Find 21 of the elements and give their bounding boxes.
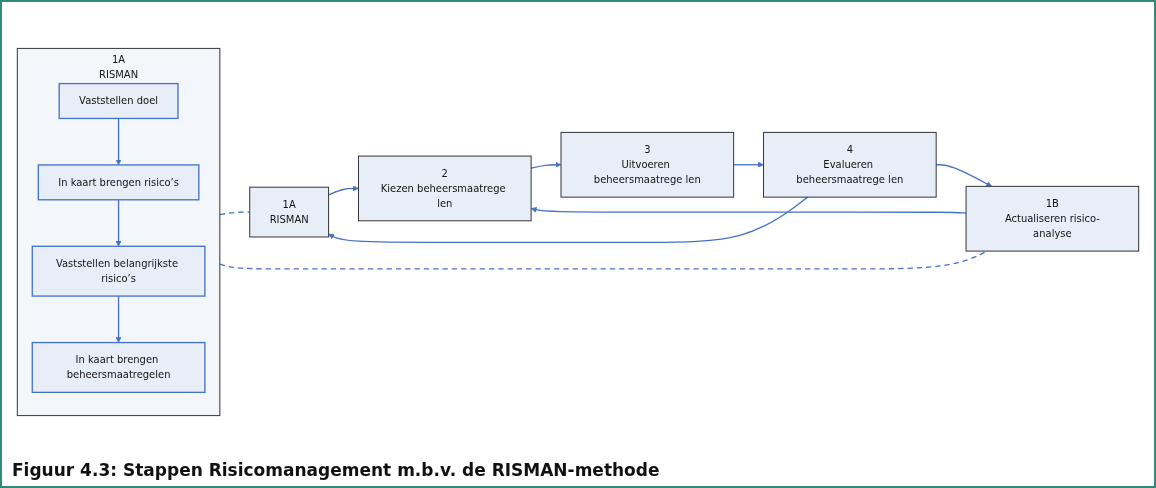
- node-box: In kaart brengen beheersmaatregelen: [31, 341, 206, 394]
- arrow: [935, 164, 992, 187]
- node-box: Vaststellen belangrijkste risico’s: [31, 245, 206, 297]
- caption: Figuur 4.3: Stappen Risicomanagement m.b.v. de RISMAN-methode: [12, 460, 660, 480]
- arrow: [115, 295, 122, 343]
- arrow: [327, 185, 359, 196]
- node-box: 2 Kiezen beheersmaatrege len: [358, 155, 532, 222]
- arrow: [530, 206, 967, 214]
- node-box: 4 Evalueren beheersmaatrege len: [763, 131, 937, 198]
- connector: [219, 250, 988, 270]
- node-box: Vaststellen doel: [58, 82, 179, 120]
- arrow: [115, 117, 122, 166]
- node-box: 1B Actualiseren risico-analyse: [965, 185, 1140, 252]
- node-box: In kaart brengen risico’s: [37, 164, 200, 201]
- arrow: [115, 199, 122, 247]
- node-box: 1A RISMAN: [249, 186, 330, 238]
- arrow: [530, 161, 562, 169]
- arrow: [328, 196, 809, 244]
- connector: [219, 211, 251, 216]
- arrow: [732, 161, 764, 168]
- node-box: 3 Uitvoeren beheersmaatrege len: [560, 131, 735, 198]
